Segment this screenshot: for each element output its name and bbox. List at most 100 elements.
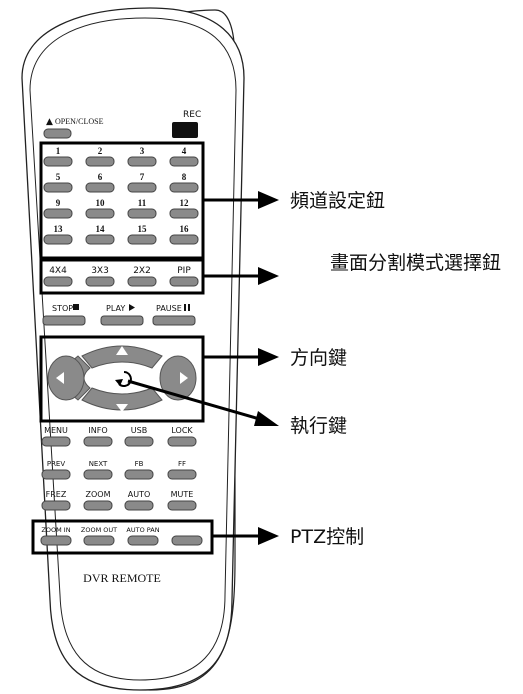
channel-button[interactable] [85, 234, 115, 245]
split-button[interactable] [43, 276, 73, 287]
func-label: FREZ [46, 490, 67, 499]
pause-label: PAUSE [156, 304, 182, 313]
func-label: AUTO [128, 490, 151, 499]
channel-label: 16 [180, 224, 190, 234]
play-label: PLAY [106, 304, 125, 313]
open-close-button[interactable] [43, 128, 72, 139]
split-button[interactable] [127, 276, 157, 287]
channel-label: 8 [182, 172, 187, 182]
channel-label: 13 [54, 224, 64, 234]
pause-icon [184, 304, 186, 311]
channel-button[interactable] [127, 182, 157, 193]
enter-callout-arrow [254, 411, 279, 426]
eject-icon: ▲ [46, 117, 53, 127]
stop-button[interactable] [42, 315, 86, 326]
func-label: FB [135, 460, 144, 468]
channel-button[interactable] [43, 156, 73, 167]
brand-label: DVR REMOTE [83, 571, 161, 585]
pause-button[interactable] [152, 315, 196, 326]
channel-button[interactable] [43, 234, 73, 245]
play-button[interactable] [100, 315, 144, 326]
split-callout: 畫面分割模式選擇鈕 [330, 252, 501, 274]
channel-label: 14 [96, 224, 106, 234]
channel-button[interactable] [127, 156, 157, 167]
func-button[interactable] [83, 469, 113, 480]
channel-button[interactable] [127, 208, 157, 219]
rec-label: REC [183, 110, 201, 120]
channel-button[interactable] [85, 182, 115, 193]
channel-button[interactable] [43, 208, 73, 219]
func-button[interactable] [83, 500, 113, 511]
channel-label: 9 [56, 198, 61, 208]
direction-callout: 方向鍵 [290, 347, 347, 369]
play-icon [129, 304, 135, 311]
func-label: MENU [44, 426, 68, 435]
right-button[interactable] [159, 355, 197, 401]
func-button[interactable] [124, 500, 154, 511]
func-button[interactable] [41, 469, 71, 480]
channel-label: 6 [98, 172, 103, 182]
func-label: USB [131, 426, 147, 435]
left-arrow-icon [56, 372, 64, 384]
ptz-button[interactable] [127, 535, 159, 546]
channel-label: 10 [96, 198, 106, 208]
channel-label: 15 [138, 224, 148, 234]
channel-button[interactable] [85, 156, 115, 167]
split-label: 3X3 [91, 266, 109, 276]
stop-label: STOP [52, 304, 73, 313]
ptz-button[interactable] [171, 535, 203, 546]
channel-button[interactable] [127, 234, 157, 245]
split-label: 2X2 [133, 266, 151, 276]
open-close-label: OPEN/CLOSE [55, 117, 104, 126]
down-button[interactable] [81, 387, 163, 411]
func-label: FF [178, 460, 186, 468]
stop-icon [73, 304, 79, 310]
ptz-label: ZOOM OUT [81, 526, 117, 534]
channel-label: 4 [182, 146, 187, 156]
channel-label: 7 [140, 172, 145, 182]
remote-inner-outline [29, 17, 237, 681]
split-button[interactable] [169, 276, 199, 287]
rec-button[interactable] [172, 122, 198, 138]
channel-button[interactable] [169, 208, 199, 219]
ptz-label: AUTO PAN [126, 526, 159, 534]
channel-label: 2 [98, 146, 103, 156]
ptz-callout: PTZ控制 [290, 526, 364, 548]
func-button[interactable] [41, 436, 71, 447]
channel-button[interactable] [169, 156, 199, 167]
split-button[interactable] [85, 276, 115, 287]
split-label: 4X4 [49, 266, 67, 276]
channel-button[interactable] [169, 182, 199, 193]
up-button[interactable] [81, 345, 163, 369]
func-label: NEXT [89, 460, 108, 468]
down-arrow-icon [116, 404, 128, 412]
up-arrow-icon [116, 346, 128, 355]
right-arrow-icon [180, 372, 188, 384]
func-button[interactable] [124, 469, 154, 480]
ptz-button[interactable] [83, 535, 115, 546]
func-button[interactable] [124, 436, 154, 447]
func-label: PREV [47, 460, 66, 468]
func-button[interactable] [83, 436, 113, 447]
func-button[interactable] [167, 469, 197, 480]
func-label: MUTE [171, 490, 194, 499]
split-label: PIP [177, 266, 191, 276]
channel-button[interactable] [43, 182, 73, 193]
func-button[interactable] [167, 436, 197, 447]
direction-callout-arrow [258, 348, 279, 366]
enter-callout: 執行鍵 [290, 415, 347, 437]
split-callout-arrow [258, 267, 279, 285]
func-button[interactable] [167, 500, 197, 511]
ptz-callout-arrow [258, 527, 279, 545]
channel-button[interactable] [169, 234, 199, 245]
func-button[interactable] [41, 500, 71, 511]
channel-callout: 頻道設定鈕 [290, 190, 385, 212]
channel-label: 11 [138, 198, 147, 208]
channel-button[interactable] [85, 208, 115, 219]
func-label: ZOOM [86, 490, 111, 499]
direction-group-frame [39, 335, 205, 423]
channel-callout-arrow [258, 191, 279, 209]
channel-label: 1 [56, 146, 61, 156]
ptz-button[interactable] [40, 535, 72, 546]
